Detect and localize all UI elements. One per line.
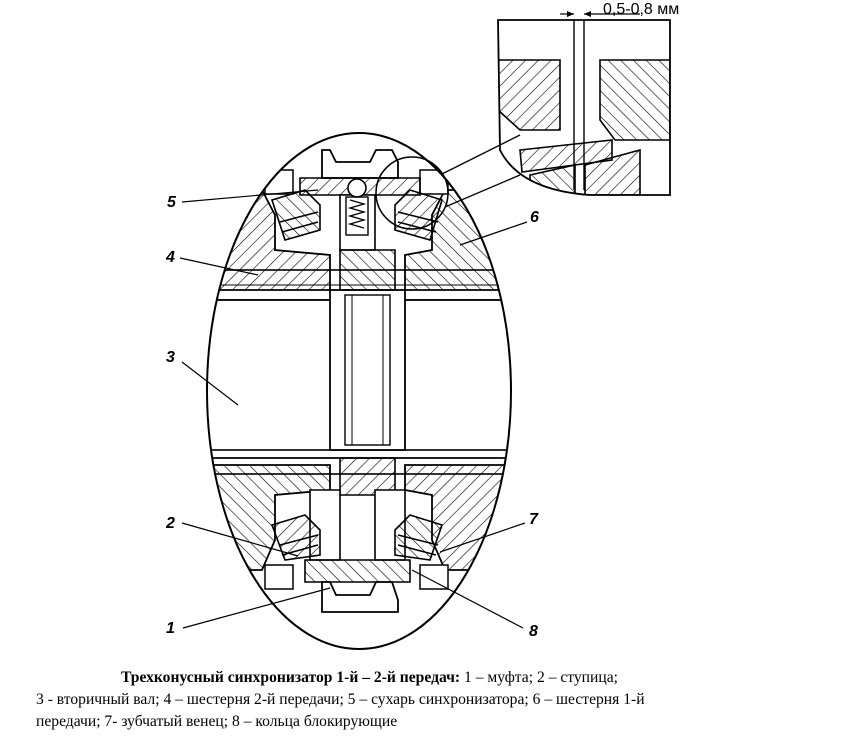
- callout-4: 4: [165, 249, 175, 266]
- dimension-annotation: 0,5-0,8 мм: [560, 1, 679, 18]
- callout-6: 6: [530, 209, 539, 226]
- caption-title: Трехконусный синхронизатор 1-й – 2-й пер…: [121, 669, 461, 686]
- dimension-label: 0,5-0,8 мм: [603, 1, 679, 18]
- callout-1: 1: [166, 620, 175, 637]
- callout-5: 5: [167, 194, 177, 211]
- caption-line-3: передачи; 7- зубчатый венец; 8 – кольца …: [36, 713, 398, 730]
- figure-caption: Трехконусный синхронизатор 1-й – 2-й пер…: [36, 667, 812, 733]
- synchronizer-diagram: 0,5-0,8 мм 5 4 3 2 1 6 7 8: [165, 1, 679, 650]
- callout-2: 2: [165, 515, 175, 532]
- caption-line-1: 1 – муфта; 2 – ступица;: [460, 669, 618, 686]
- detail-marker-circle: [375, 156, 449, 230]
- callout-7: 7: [529, 511, 539, 528]
- callout-3: 3: [166, 349, 175, 366]
- callout-8: 8: [529, 623, 538, 640]
- caption-line-2: 3 - вторичный вал; 4 – шестерня 2-й пере…: [36, 691, 645, 708]
- section-oval: [206, 132, 512, 650]
- callout-leaders: [179, 189, 528, 629]
- detail-view: [497, 19, 671, 196]
